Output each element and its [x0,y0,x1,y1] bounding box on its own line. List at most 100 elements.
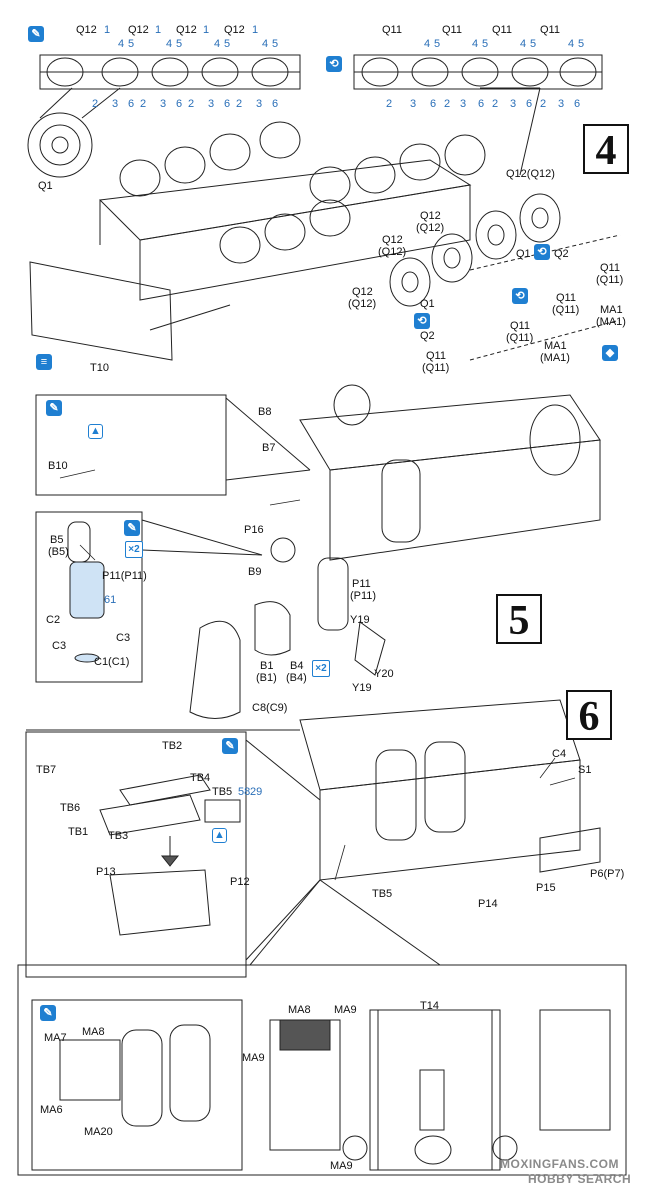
part-num: 5 [434,38,441,50]
part-num: 5 [578,38,585,50]
tow-bracket [109,869,211,936]
c8-label: C8(C9) [252,702,288,714]
muffler-right [424,741,466,833]
q2-label: Q2 [554,248,569,260]
p15-label: P15 [536,882,556,894]
s1-label: S1 [578,764,592,776]
q12-label: Q12 [128,24,149,36]
flip-icon: ⟲ [512,288,528,304]
tb7-label: TB7 [36,764,57,776]
ma9-label: MA9 [330,1160,353,1172]
part-num: 4 [118,38,125,50]
bottom-detail-frame [17,964,627,1176]
y19-label: Y19 [352,682,372,694]
p6-label: P6(P7) [590,868,625,880]
ma6-label: MA6 [40,1104,63,1116]
ma1-label: MA1 [544,340,567,352]
b9-label: B9 [248,566,262,578]
q11-label: Q11 [426,350,446,362]
b9-cap [270,537,296,563]
part-num: 3 [410,98,417,110]
ma1-label: (MA1) [540,352,570,364]
b8-label: B8 [258,406,272,418]
flip-icon: ⟲ [326,56,342,72]
part-num: 4 [424,38,431,50]
part-num: 4 [214,38,221,50]
glue-icon: ✎ [124,520,140,536]
part-num: 4 [166,38,173,50]
p16-label: P16 [244,524,264,536]
b10-label: B10 [48,460,68,472]
part-num: 6 [478,98,485,110]
glue-icon: ✎ [40,1005,56,1021]
part-num: 3 [510,98,517,110]
c4-label: C4 [552,748,567,760]
tow-hook-detail-frame [35,394,227,496]
part-num: 3 [256,98,263,110]
q12-label: Q12 [382,234,403,246]
part-num: 2 [540,98,547,110]
muffler-step5 [381,459,421,543]
left-strip-wheels [46,57,289,87]
q12-label: Q12 [420,210,441,222]
x2-badge: ×2 [312,660,330,677]
part-num: 4 [262,38,269,50]
ma-detail-frame [31,999,243,1171]
q12-label: Q12 [176,24,197,36]
tb4-label: TB4 [190,772,211,784]
hull-step5-top [299,394,601,471]
part-num: 6 [574,98,581,110]
ma1-label: MA1 [600,304,623,316]
tb5-label: TB5 [372,888,393,900]
tb5-part [204,799,241,823]
q1-detail-label: Q1 [38,180,53,192]
part-num: 6 [526,98,533,110]
q12-label: Q12 [76,24,97,36]
part-num: 1 [104,24,111,36]
c3-label: C3 [52,640,67,652]
ma7-label: MA7 [44,1032,67,1044]
part-num: 2 [444,98,451,110]
ma20-label: MA20 [84,1126,113,1138]
option-icon: ◆ [602,345,618,361]
exhaust-detail-frame [35,511,143,683]
step-number-6: 6 [566,690,612,740]
t10-label: T10 [90,362,109,374]
p11-label: P11(P11) [102,570,147,582]
p11-label: (P11) [350,590,377,602]
x2-badge: ×2 [125,541,143,558]
p11-part-detail [69,561,105,619]
step-number-5: 5 [496,594,542,644]
part-num: 3 [208,98,215,110]
q11-label: Q11 [540,24,560,36]
leader-lines [59,469,576,881]
part-num: 6 [128,98,135,110]
watermark-line1: MOXINGFANS.COM [500,1157,620,1171]
part-num: 2 [492,98,499,110]
q11-label: (Q11) [422,362,450,374]
part-num: 4 [568,38,575,50]
glue-icon: ✎ [28,26,44,42]
t10-plate [29,261,173,361]
y19-plate [354,621,386,676]
q11-label: Q11 [382,24,402,36]
tb5-label: TB5 [212,786,233,798]
q11-label: Q11 [492,24,512,36]
q12-label: (Q12) [378,246,407,258]
q12-label: Q12 [352,286,373,298]
q11-label: Q11 [556,292,576,304]
part-num: 5 [272,38,279,50]
part-num: 1 [203,24,210,36]
tb4-part [119,774,211,806]
option-icon: ≡ [36,354,52,370]
b1-label: (B1) [256,672,277,684]
b1-label: B1 [260,660,274,672]
q1-detail-circle [27,112,93,178]
c2-label: C2 [46,614,61,626]
part-num: 4 [520,38,527,50]
q11-label: (Q11) [552,304,580,316]
exploded-wheels [389,193,561,307]
q11-label: (Q11) [596,274,624,286]
part-num: 1 [252,24,259,36]
